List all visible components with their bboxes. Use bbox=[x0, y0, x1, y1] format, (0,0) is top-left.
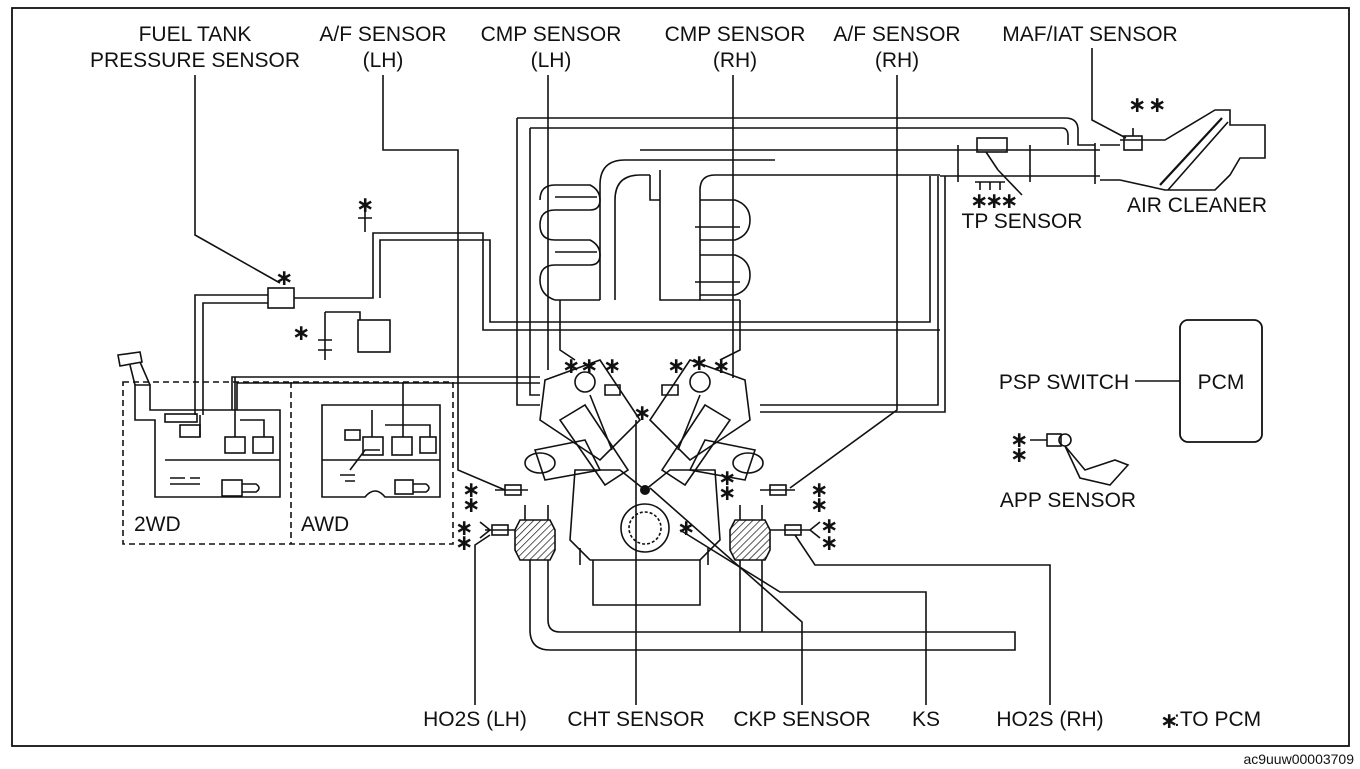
label-2wd: 2WD bbox=[134, 513, 181, 536]
fuel-evap-lines bbox=[194, 176, 940, 415]
svg-text:∗: ∗ bbox=[820, 531, 838, 556]
component-labels: FUEL TANK PRESSURE SENSOR A/F SENSOR (LH… bbox=[90, 23, 1354, 767]
svg-text:∗: ∗ bbox=[633, 401, 651, 426]
svg-text:∗: ∗ bbox=[810, 493, 828, 518]
fuel-tank-group-box bbox=[122, 381, 454, 545]
svg-text:∗: ∗ bbox=[712, 354, 730, 379]
label-ho2s-rh: HO2S (RH) bbox=[996, 708, 1103, 731]
svg-text:∗: ∗ bbox=[1000, 189, 1018, 214]
engine-block bbox=[524, 359, 764, 606]
svg-text:∗: ∗ bbox=[1010, 443, 1028, 468]
svg-text:∗: ∗ bbox=[455, 531, 473, 556]
svg-text:∗: ∗ bbox=[810, 478, 828, 503]
svg-text:∗: ∗ bbox=[356, 193, 374, 218]
label-ho2s-lh: HO2S (LH) bbox=[423, 708, 527, 731]
svg-text:∗: ∗ bbox=[1128, 93, 1146, 118]
svg-text:∗: ∗ bbox=[820, 514, 838, 539]
svg-text:∗: ∗ bbox=[718, 466, 736, 491]
label-air-cleaner: AIR CLEANER bbox=[1127, 194, 1267, 217]
svg-text:∗: ∗ bbox=[677, 516, 695, 541]
svg-text:∗: ∗ bbox=[1148, 93, 1166, 118]
app-sensor-pedal bbox=[1030, 433, 1130, 486]
label-cmp-sensor-lh-2: (LH) bbox=[531, 49, 572, 72]
label-af-sensor-rh-1: A/F SENSOR bbox=[833, 23, 960, 46]
label-fuel-tank-pressure-sensor-1: FUEL TANK bbox=[139, 23, 252, 46]
svg-text:∗: ∗ bbox=[455, 516, 473, 541]
figure-id: ac9uuw00003709 bbox=[1243, 751, 1354, 767]
ho2s-lh-connector bbox=[479, 521, 515, 539]
label-af-sensor-lh-2: (LH) bbox=[363, 49, 404, 72]
label-ks: KS bbox=[912, 708, 940, 731]
label-cmp-sensor-rh-2: (RH) bbox=[713, 49, 757, 72]
svg-text:∗: ∗ bbox=[275, 266, 293, 291]
label-awd: AWD bbox=[301, 513, 349, 536]
af-sensor-rh-connector bbox=[760, 484, 795, 496]
label-pcm: PCM bbox=[1198, 371, 1245, 394]
svg-text:∗: ∗ bbox=[985, 189, 1003, 214]
svg-text:∗: ∗ bbox=[970, 189, 988, 214]
label-app-sensor: APP SENSOR bbox=[1000, 489, 1136, 512]
ho2s-rh-connector bbox=[770, 521, 821, 539]
label-maf-iat-sensor: MAF/IAT SENSOR bbox=[1002, 23, 1177, 46]
svg-text:∗: ∗ bbox=[292, 321, 310, 346]
to-pcm-markers: ∗ ∗ ∗ ∗ ∗ ∗ ∗ ∗ ∗ ∗ ∗ ∗ ∗ ∗ ∗ ∗ ∗ ∗ ∗ ∗ … bbox=[275, 93, 1166, 556]
label-af-sensor-rh-2: (RH) bbox=[875, 49, 919, 72]
fuel-tank-2wd bbox=[117, 351, 281, 498]
svg-text:∗: ∗ bbox=[667, 354, 685, 379]
svg-text:∗: ∗ bbox=[603, 354, 621, 379]
label-fuel-tank-pressure-sensor-2: PRESSURE SENSOR bbox=[90, 49, 300, 72]
label-ckp-sensor: CKP SENSOR bbox=[733, 708, 870, 731]
af-sensor-lh-connector bbox=[495, 484, 528, 496]
label-af-sensor-lh-1: A/F SENSOR bbox=[319, 23, 446, 46]
exhaust-system bbox=[514, 505, 1016, 651]
leader-lines bbox=[194, 48, 1127, 705]
svg-text:∗: ∗ bbox=[690, 351, 708, 376]
legend-text: :TO PCM bbox=[1174, 708, 1261, 731]
svg-text:∗: ∗ bbox=[580, 354, 598, 379]
label-tp-sensor: TP SENSOR bbox=[962, 210, 1083, 233]
label-cmp-sensor-lh-1: CMP SENSOR bbox=[481, 23, 622, 46]
fuel-tank-awd bbox=[321, 382, 441, 498]
svg-text:∗: ∗ bbox=[718, 481, 736, 506]
svg-text:∗: ∗ bbox=[1010, 428, 1028, 453]
label-psp-switch: PSP SWITCH bbox=[999, 371, 1129, 394]
svg-text:∗: ∗ bbox=[462, 478, 480, 503]
svg-text:∗: ∗ bbox=[462, 493, 480, 518]
intake-tubing bbox=[516, 109, 1266, 413]
legend-symbol: ∗ bbox=[1160, 709, 1178, 734]
label-cmp-sensor-rh-1: CMP SENSOR bbox=[665, 23, 806, 46]
label-cht-sensor: CHT SENSOR bbox=[567, 708, 704, 731]
svg-text:∗: ∗ bbox=[562, 354, 580, 379]
diagram-frame bbox=[11, 7, 1350, 747]
